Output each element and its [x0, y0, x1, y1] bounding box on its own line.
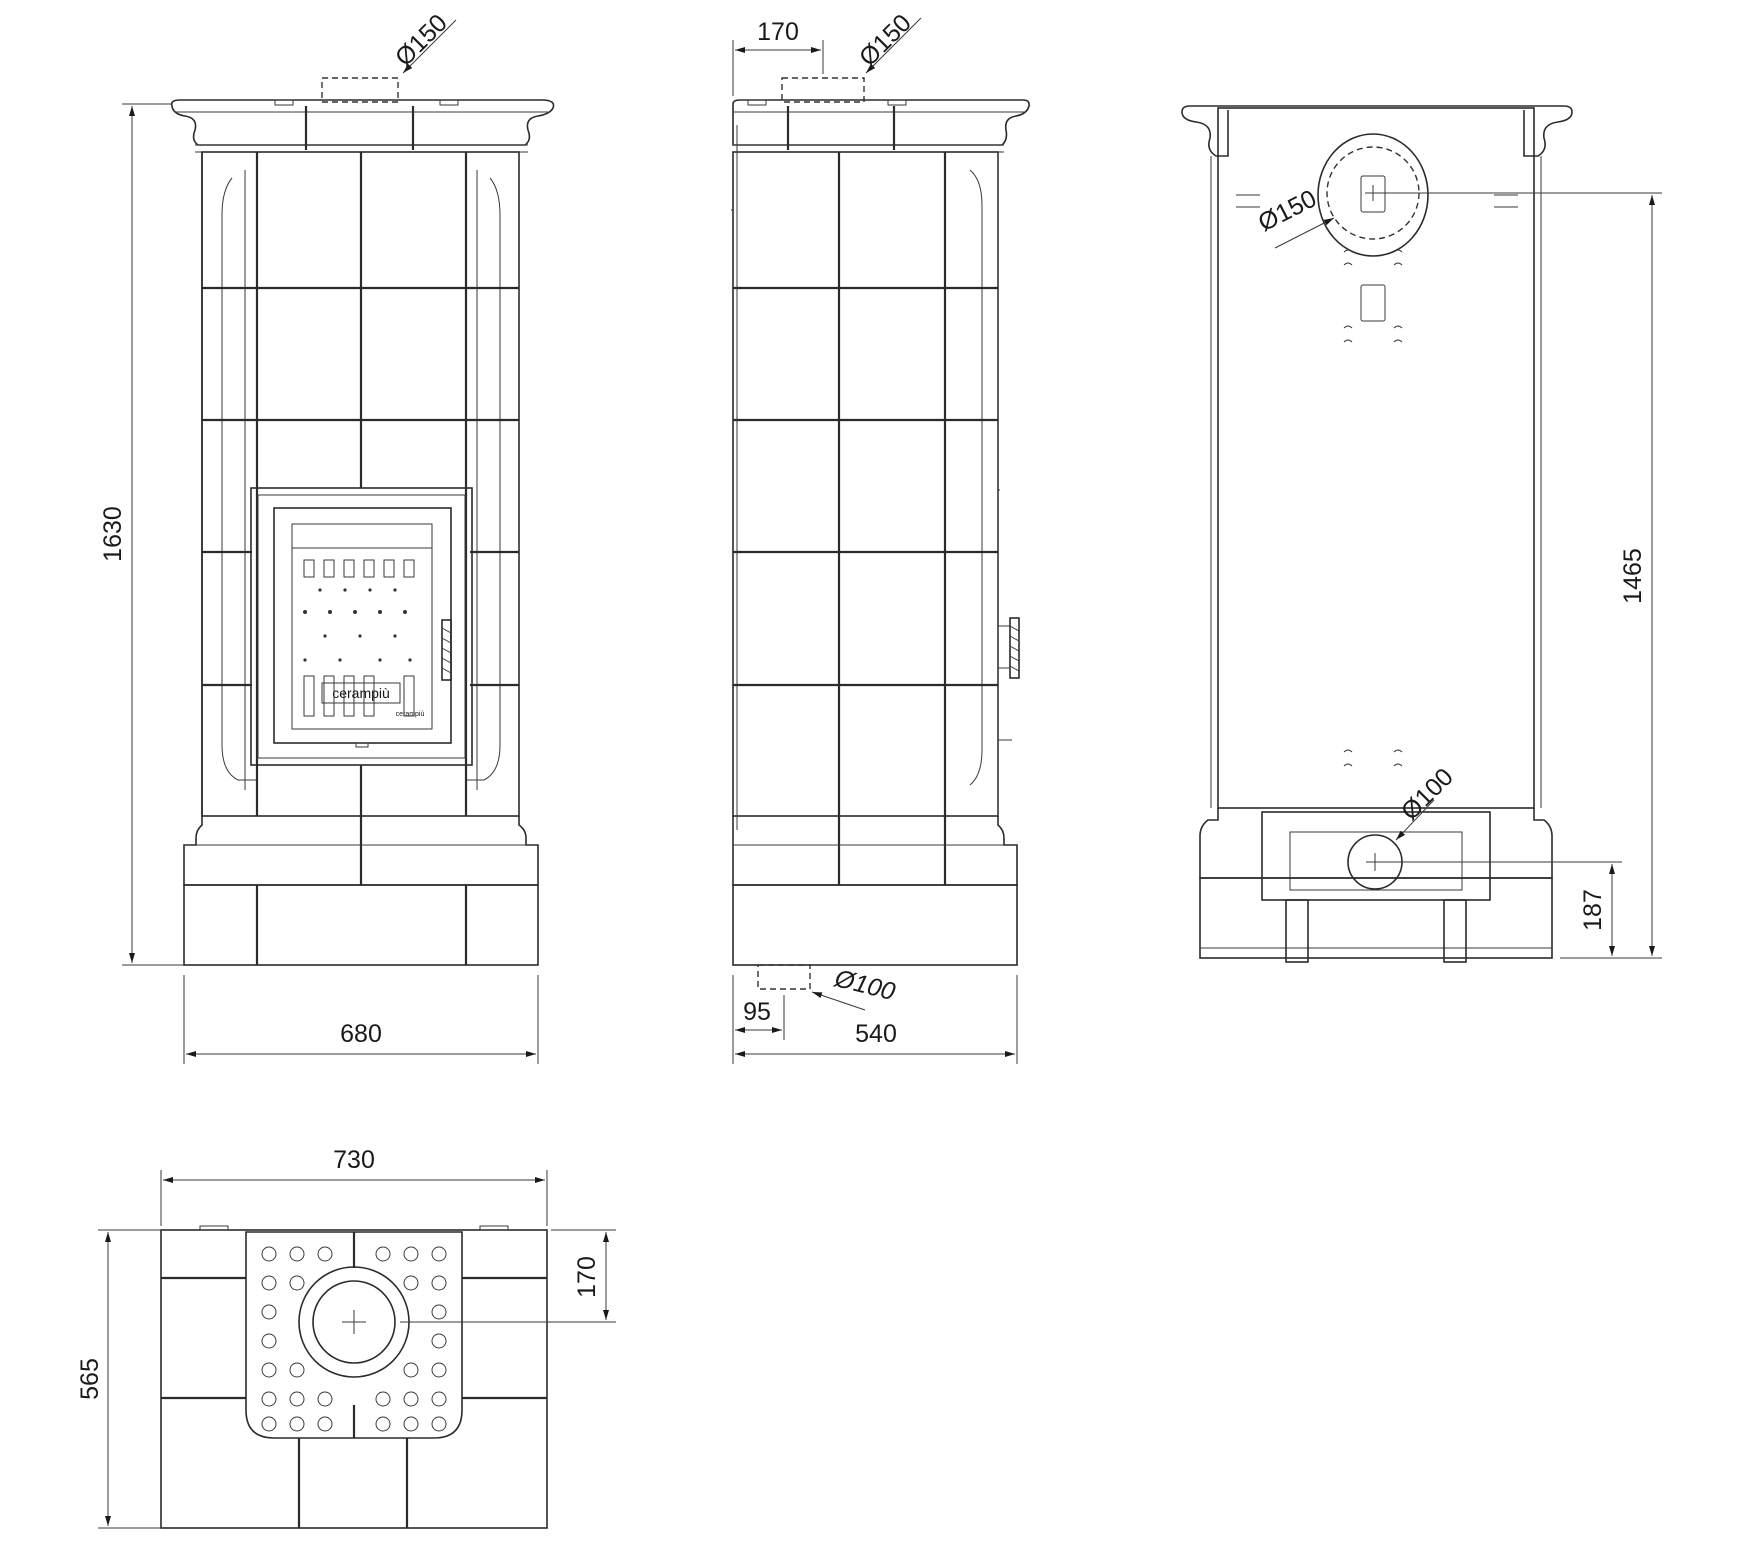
svg-text:187: 187	[1579, 889, 1607, 931]
svg-text:170: 170	[757, 18, 799, 46]
front-flue-outlet	[321, 77, 399, 103]
rear-flue-height-dimension: 1465	[1378, 192, 1662, 959]
side-inlet-diameter-callout: Ø100	[811, 964, 898, 1011]
top-flue-offset-dimension: 170	[400, 1229, 616, 1323]
side-depth-dimension: 540	[735, 975, 1018, 1064]
front-flue-diameter-callout: Ø150	[390, 9, 457, 74]
side-view	[731, 77, 1030, 990]
svg-text:730: 730	[333, 1146, 375, 1174]
front-door-handle	[441, 619, 452, 681]
rear-view	[1181, 105, 1573, 963]
svg-text:Ø150: Ø150	[390, 9, 453, 72]
side-flue-offset-dimension: 170	[732, 18, 824, 96]
side-flue-diameter-callout: Ø150	[854, 9, 922, 74]
rear-body	[1217, 107, 1535, 809]
front-width-dimension: 680	[183, 975, 539, 1064]
svg-text:Ø100: Ø100	[831, 964, 898, 1006]
front-height-dimension: 1630	[99, 103, 184, 966]
svg-text:680: 680	[340, 1020, 382, 1048]
rear-inlet-diameter-callout: Ø100	[1395, 763, 1459, 841]
top-outline	[160, 1229, 548, 1529]
side-inlet-offset-dimension: 95	[732, 975, 785, 1064]
top-depth-dimension: 565	[76, 1229, 161, 1529]
svg-text:Ø100: Ø100	[1396, 763, 1459, 826]
top-view	[160, 1225, 548, 1529]
side-air-inlet	[757, 964, 811, 990]
svg-text:565: 565	[76, 1358, 104, 1400]
svg-text:540: 540	[855, 1020, 897, 1048]
svg-text:Ø150: Ø150	[854, 9, 917, 72]
front-door-logo-small: cerampiù	[396, 711, 425, 718]
svg-text:95: 95	[743, 998, 771, 1026]
side-door-handle	[1009, 617, 1020, 679]
top-flue	[312, 1280, 396, 1364]
top-center-plate	[245, 1231, 463, 1439]
rear-base	[1199, 808, 1553, 879]
front-view: cerampiù cerampiù	[170, 77, 555, 966]
front-door-logo: cerampiù	[332, 685, 390, 701]
rear-flue-plate	[1317, 133, 1429, 257]
svg-text:1630: 1630	[99, 506, 127, 562]
side-body	[732, 151, 999, 817]
front-crown	[170, 99, 555, 146]
rear-inlet-height-dimension: 187	[1380, 861, 1622, 956]
svg-text:1465: 1465	[1619, 548, 1647, 604]
side-plinth	[732, 816, 1018, 886]
side-flue-outlet	[781, 77, 865, 103]
front-fire-door: cerampiù cerampiù	[250, 487, 473, 766]
top-width-dimension: 730	[160, 1146, 548, 1226]
svg-text:170: 170	[573, 1256, 601, 1298]
side-crown	[732, 99, 1030, 146]
